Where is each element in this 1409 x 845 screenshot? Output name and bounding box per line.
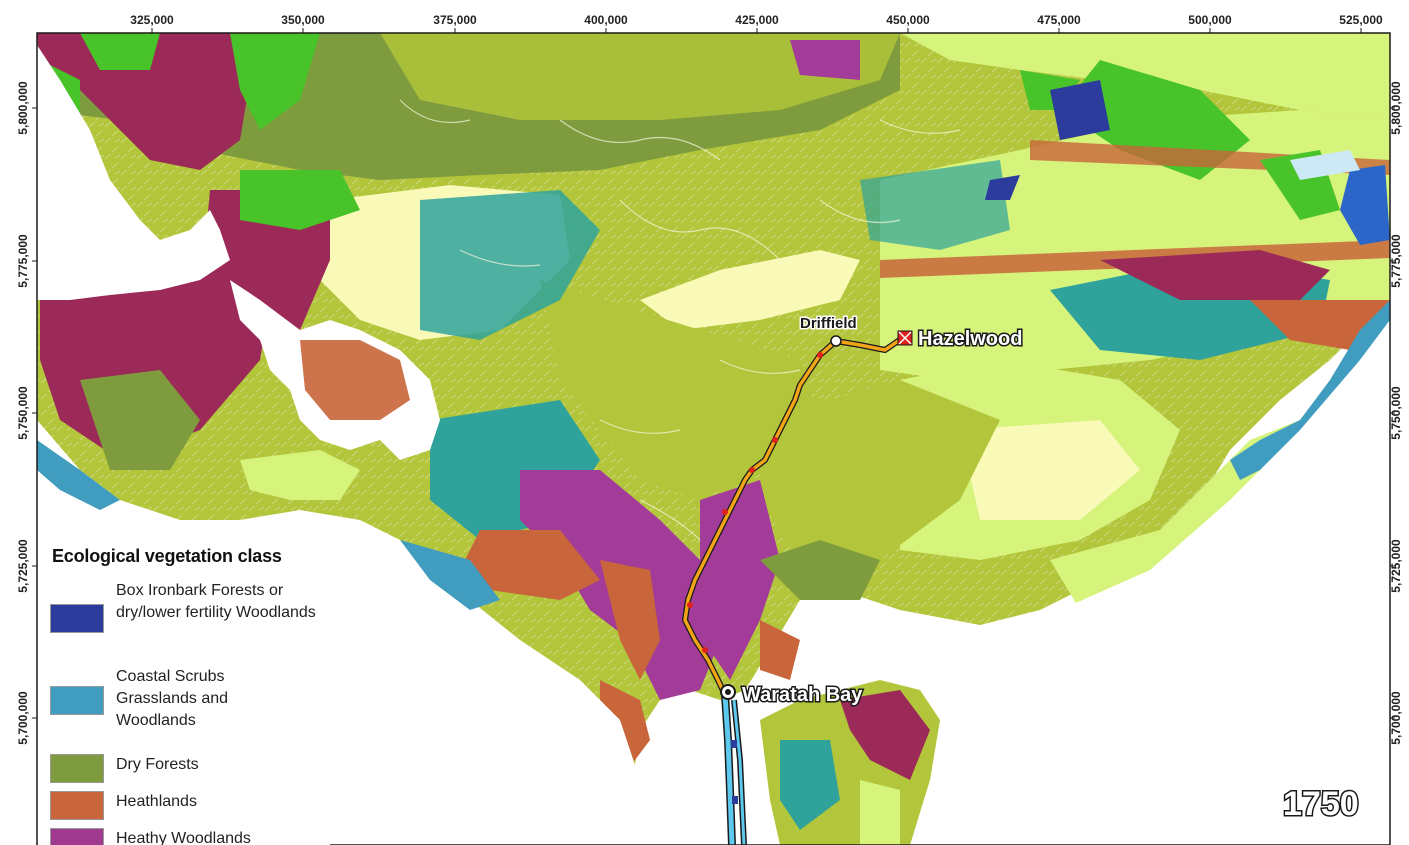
legend-label: Dry Forests <box>116 756 199 773</box>
year-label: 1750 <box>1283 785 1359 823</box>
x-tick: 350,000 <box>281 13 325 27</box>
legend-item: Coastal Scrubs Grasslands and Woodlands <box>50 666 330 734</box>
legend-label: Coastal Scrubs Grasslands and Woodlands <box>116 668 229 729</box>
y-tick: 5,750,000 <box>1389 386 1403 440</box>
hazelwood-label: Hazelwood <box>918 328 1022 350</box>
y-tick: 5,700,000 <box>16 691 30 745</box>
y-tick: 5,700,000 <box>1389 691 1403 745</box>
driffield-label: Driffield <box>800 315 857 332</box>
y-tick: 5,775,000 <box>1389 234 1403 288</box>
driffield-marker <box>830 335 842 347</box>
y-tick: 5,800,000 <box>16 81 30 135</box>
x-tick: 475,000 <box>1037 13 1081 27</box>
x-tick: 525,000 <box>1339 13 1383 27</box>
legend-swatch <box>50 828 104 845</box>
x-tick-labels: 325,000 350,000 375,000 400,000 425,000 … <box>130 13 1383 27</box>
legend-swatch <box>50 604 104 633</box>
legend-swatch <box>50 791 104 820</box>
legend-label: Box Ironbark Forests or dry/lower fertil… <box>116 582 316 621</box>
legend-title: Ecological vegetation class <box>52 546 282 566</box>
legend-item: Heathlands <box>50 791 330 820</box>
legend-label: Heathy Woodlands <box>116 830 251 845</box>
map-body: Driffield Hazelwood Waratah Bay 1750 <box>37 33 1390 845</box>
y-tick-labels-left: 5,800,000 5,775,000 5,750,000 5,725,000 … <box>16 81 30 745</box>
x-tick: 375,000 <box>433 13 477 27</box>
y-tick: 5,800,000 <box>1389 81 1403 135</box>
waratah-bay-marker <box>720 684 736 700</box>
bay-west <box>37 45 230 300</box>
y-tick: 5,750,000 <box>16 386 30 440</box>
x-tick: 450,000 <box>886 13 930 27</box>
x-tick: 325,000 <box>130 13 174 27</box>
legend-swatch <box>50 754 104 783</box>
legend: Ecological vegetation class Box Ironbark… <box>38 540 330 845</box>
legend-swatch <box>50 686 104 715</box>
x-tick: 425,000 <box>735 13 779 27</box>
map-border <box>36 32 1391 845</box>
legend-item: Dry Forests <box>50 754 330 783</box>
x-tick: 400,000 <box>584 13 628 27</box>
tick-marks <box>32 28 1395 719</box>
y-tick: 5,725,000 <box>1389 539 1403 593</box>
lake-east <box>1340 165 1390 245</box>
waratah-bay-label: Waratah Bay <box>742 684 863 706</box>
y-tick-labels-right: 5,800,000 5,775,000 5,750,000 5,725,000 … <box>1389 81 1403 745</box>
y-tick: 5,775,000 <box>16 234 30 288</box>
route-markers <box>687 352 823 653</box>
y-tick: 5,725,000 <box>16 539 30 593</box>
x-tick: 500,000 <box>1188 13 1232 27</box>
legend-label: Heathlands <box>116 793 197 810</box>
hazelwood-marker <box>897 330 913 346</box>
legend-item: Heathy Woodlands <box>50 828 330 845</box>
legend-item: Box Ironbark Forests or dry/lower fertil… <box>50 580 330 648</box>
